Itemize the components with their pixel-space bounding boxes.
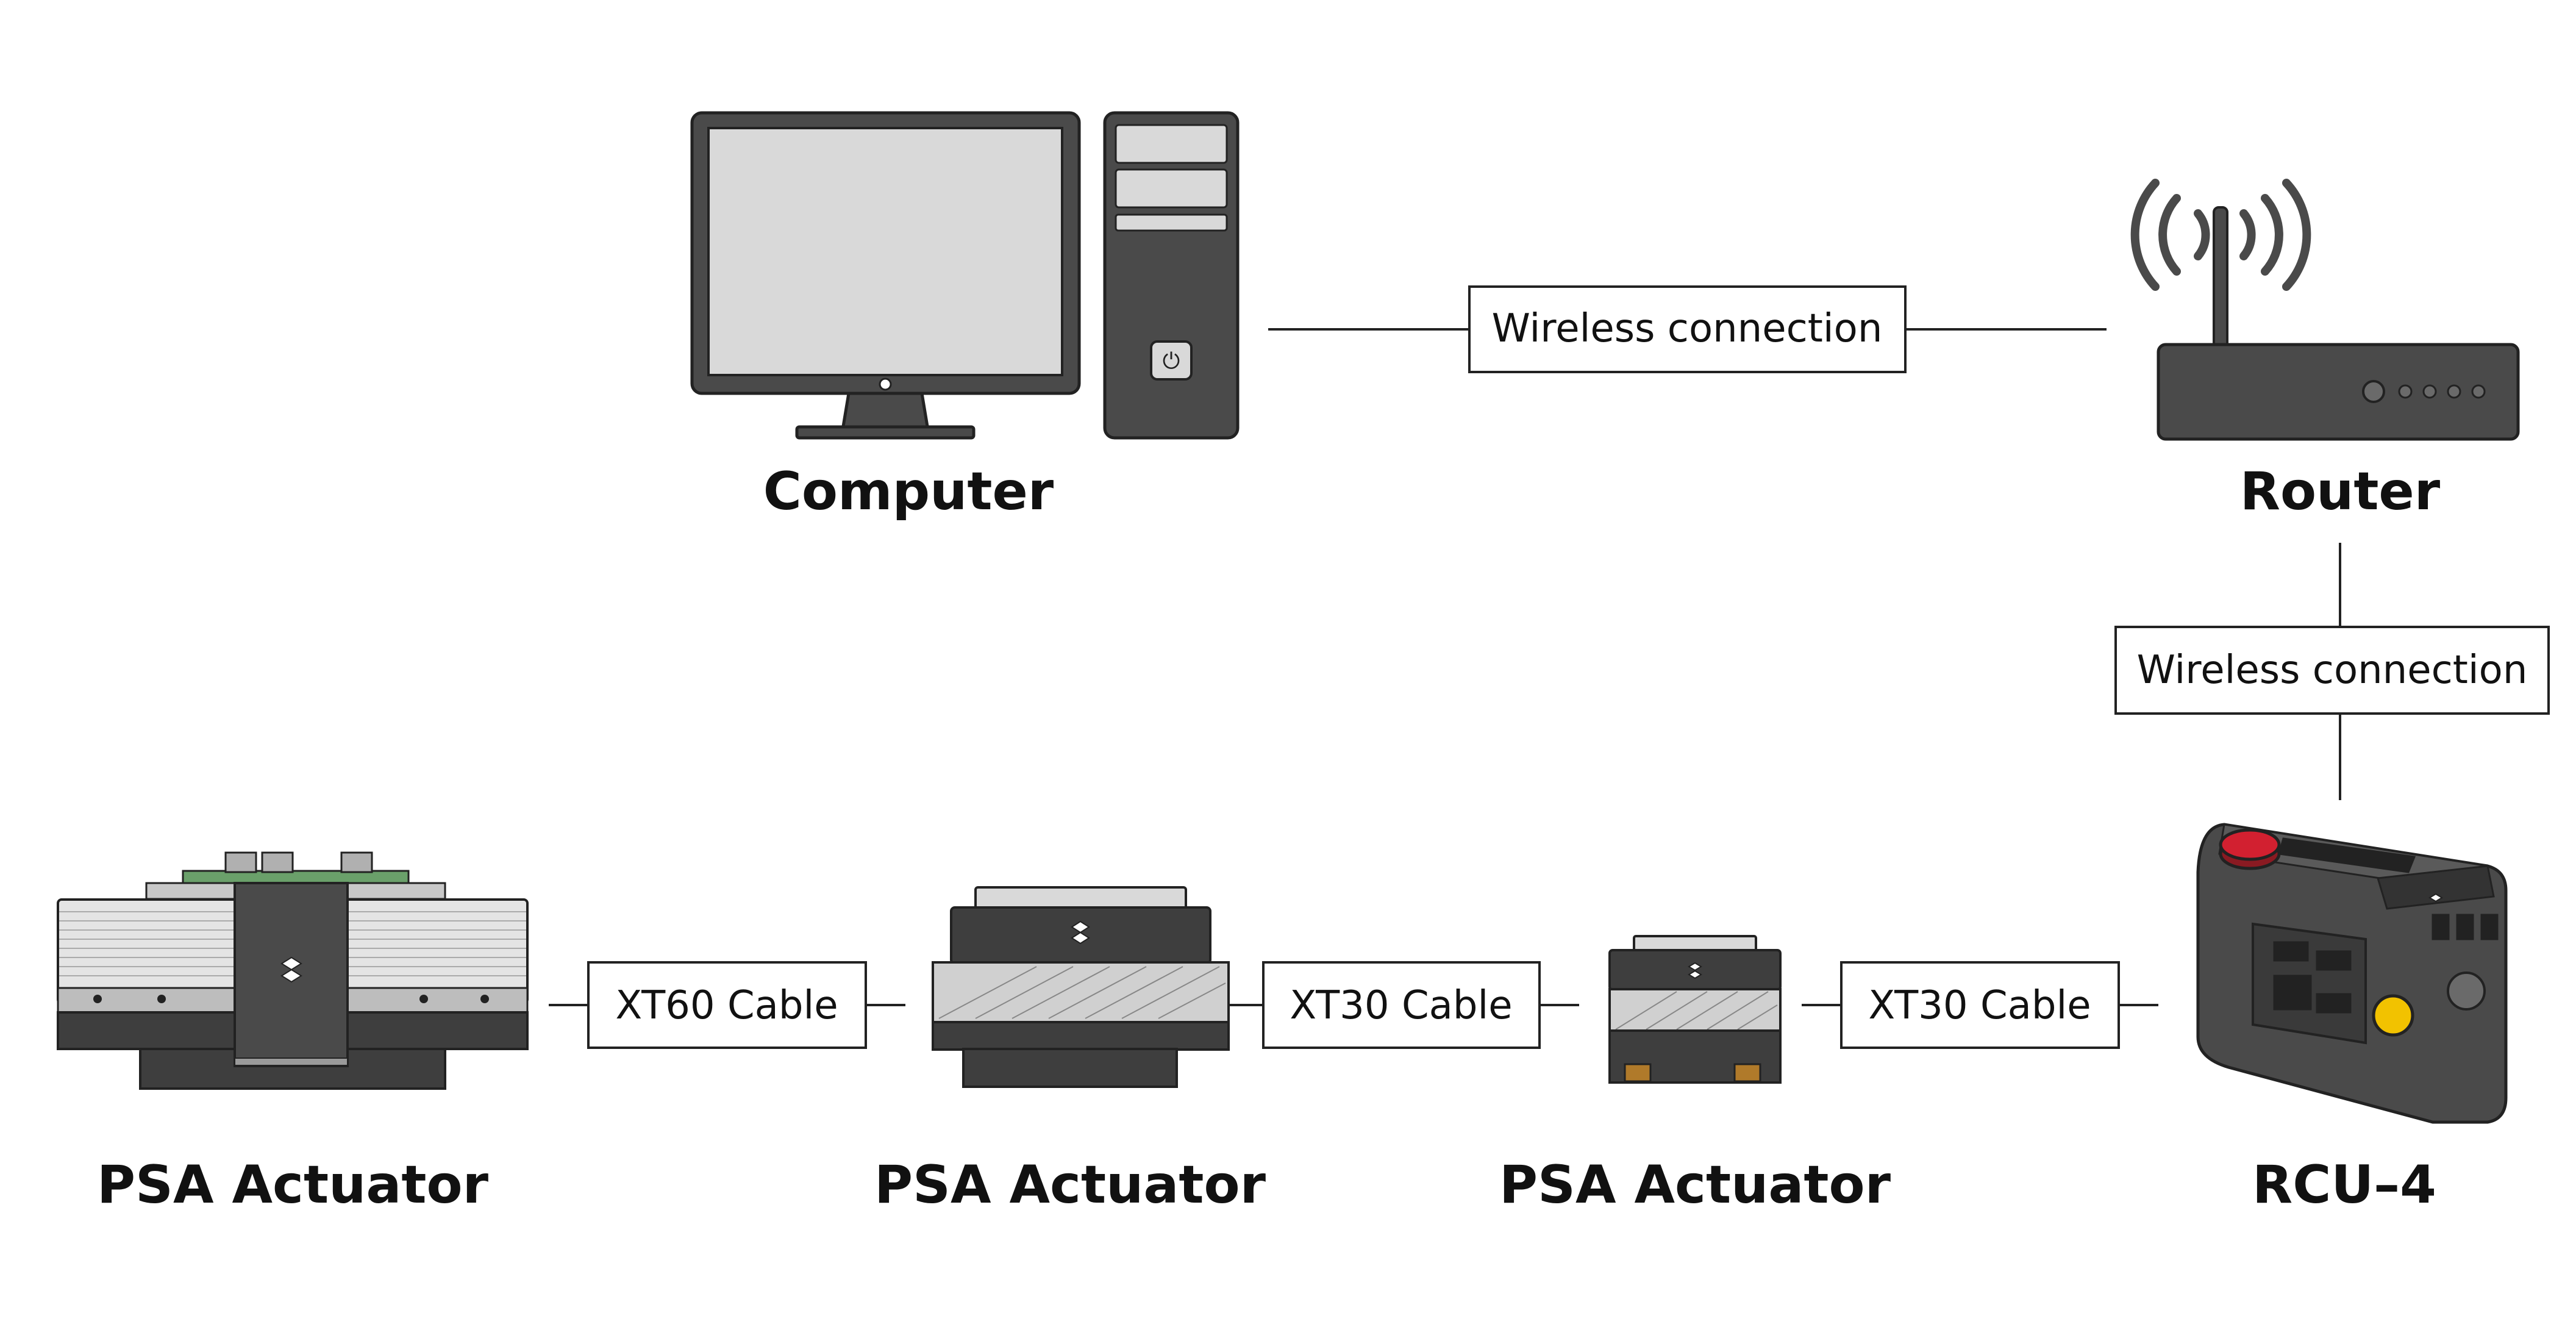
- rcu-label: RCU–4: [2252, 1154, 2436, 1215]
- router-led-power: [2362, 380, 2385, 403]
- rcu-round-connector: [2447, 972, 2486, 1011]
- wifi-signal-right-icon: [2239, 179, 2311, 291]
- rcu-yellow-button: [2372, 994, 2414, 1037]
- emergency-stop-icon: [2219, 828, 2281, 861]
- power-icon: ⏻: [1163, 349, 1180, 374]
- actuator-large-icon: [57, 851, 529, 1090]
- actuator-small-icon: [1608, 935, 1782, 1084]
- monitor-stand: [841, 392, 930, 432]
- rcu-port-hdmi: [2316, 993, 2352, 1014]
- computer-label: Computer: [763, 461, 1054, 522]
- router-body: [2157, 343, 2520, 441]
- tower-bay-1: [1115, 124, 1228, 164]
- connector-icon: [1624, 1063, 1652, 1082]
- router-label: Router: [2240, 461, 2441, 522]
- brand-logo-icon: [1688, 962, 1702, 979]
- monitor-led: [879, 378, 892, 391]
- router-led-1: [2398, 384, 2413, 399]
- rcu-port-ethernet: [2273, 975, 2312, 1011]
- wifi-signal-left-icon: [2130, 179, 2210, 291]
- router-led-4: [2471, 384, 2486, 399]
- connection-text: Wireless connection: [1492, 306, 1883, 351]
- actuator-small-label: PSA Actuator: [1499, 1154, 1891, 1215]
- connection-label-router-rcu: Wireless connection: [2114, 626, 2550, 715]
- connection-text: XT60 Cable: [615, 983, 838, 1028]
- rcu-top-slot: [2278, 837, 2416, 873]
- rcu-side-port-3: [2480, 914, 2499, 940]
- actuator-top-block-3: [340, 851, 373, 873]
- connection-label-computer-router: Wireless connection: [1468, 285, 1907, 373]
- actuator-top-block-1: [224, 851, 257, 873]
- connector-icon: [1733, 1063, 1761, 1082]
- rcu-side-port-2: [2456, 914, 2474, 940]
- actuator-bracket-stripe: [234, 1057, 348, 1066]
- actuator-top-block-2: [261, 851, 294, 873]
- rcu-port-usb-1: [2273, 941, 2309, 962]
- tower-power-button: [1150, 340, 1193, 381]
- connection-lines: [549, 328, 2341, 1006]
- actuator-winding-lines: [938, 966, 1226, 1019]
- brand-logo-icon: [280, 956, 302, 983]
- tower-bay-2: [1115, 168, 1228, 209]
- brand-logo-icon: [1071, 920, 1090, 945]
- rcu-side-port-1: [2432, 914, 2450, 940]
- rcu-logo-icon: [2428, 893, 2443, 903]
- rcu-logo-plate: [2377, 865, 2495, 910]
- computer-icon: ⏻: [690, 111, 1240, 440]
- actuator-medium-label: PSA Actuator: [874, 1154, 1266, 1215]
- connection-text: Wireless connection: [2137, 648, 2528, 693]
- router-led-3: [2447, 384, 2461, 399]
- connection-text: XT30 Cable: [1868, 983, 2091, 1028]
- actuator-large-label: PSA Actuator: [97, 1154, 489, 1215]
- actuator-winding: [1608, 988, 1782, 1033]
- connection-text: XT30 Cable: [1290, 983, 1512, 1028]
- actuator-winding: [932, 961, 1230, 1025]
- connection-label-xt30-b: XT30 Cable: [1840, 961, 2120, 1049]
- actuator-winding-lines: [1615, 991, 1778, 1030]
- actuator-top-plate: [974, 886, 1187, 910]
- actuator-medium-icon: [932, 886, 1230, 1088]
- monitor-base: [795, 425, 976, 440]
- actuator-lower-body: [932, 1021, 1230, 1051]
- connection-label-xt30-a: XT30 Cable: [1262, 961, 1541, 1049]
- connection-label-xt60: XT60 Cable: [587, 961, 867, 1049]
- router-icon: [2130, 179, 2520, 441]
- tower-drive: [1115, 213, 1228, 232]
- rcu-icon: [2196, 823, 2508, 1124]
- router-antenna: [2213, 206, 2228, 349]
- monitor-screen: [707, 127, 1063, 376]
- rcu-port-usb-2: [2316, 950, 2352, 971]
- actuator-foot: [962, 1048, 1178, 1088]
- router-led-2: [2422, 384, 2437, 399]
